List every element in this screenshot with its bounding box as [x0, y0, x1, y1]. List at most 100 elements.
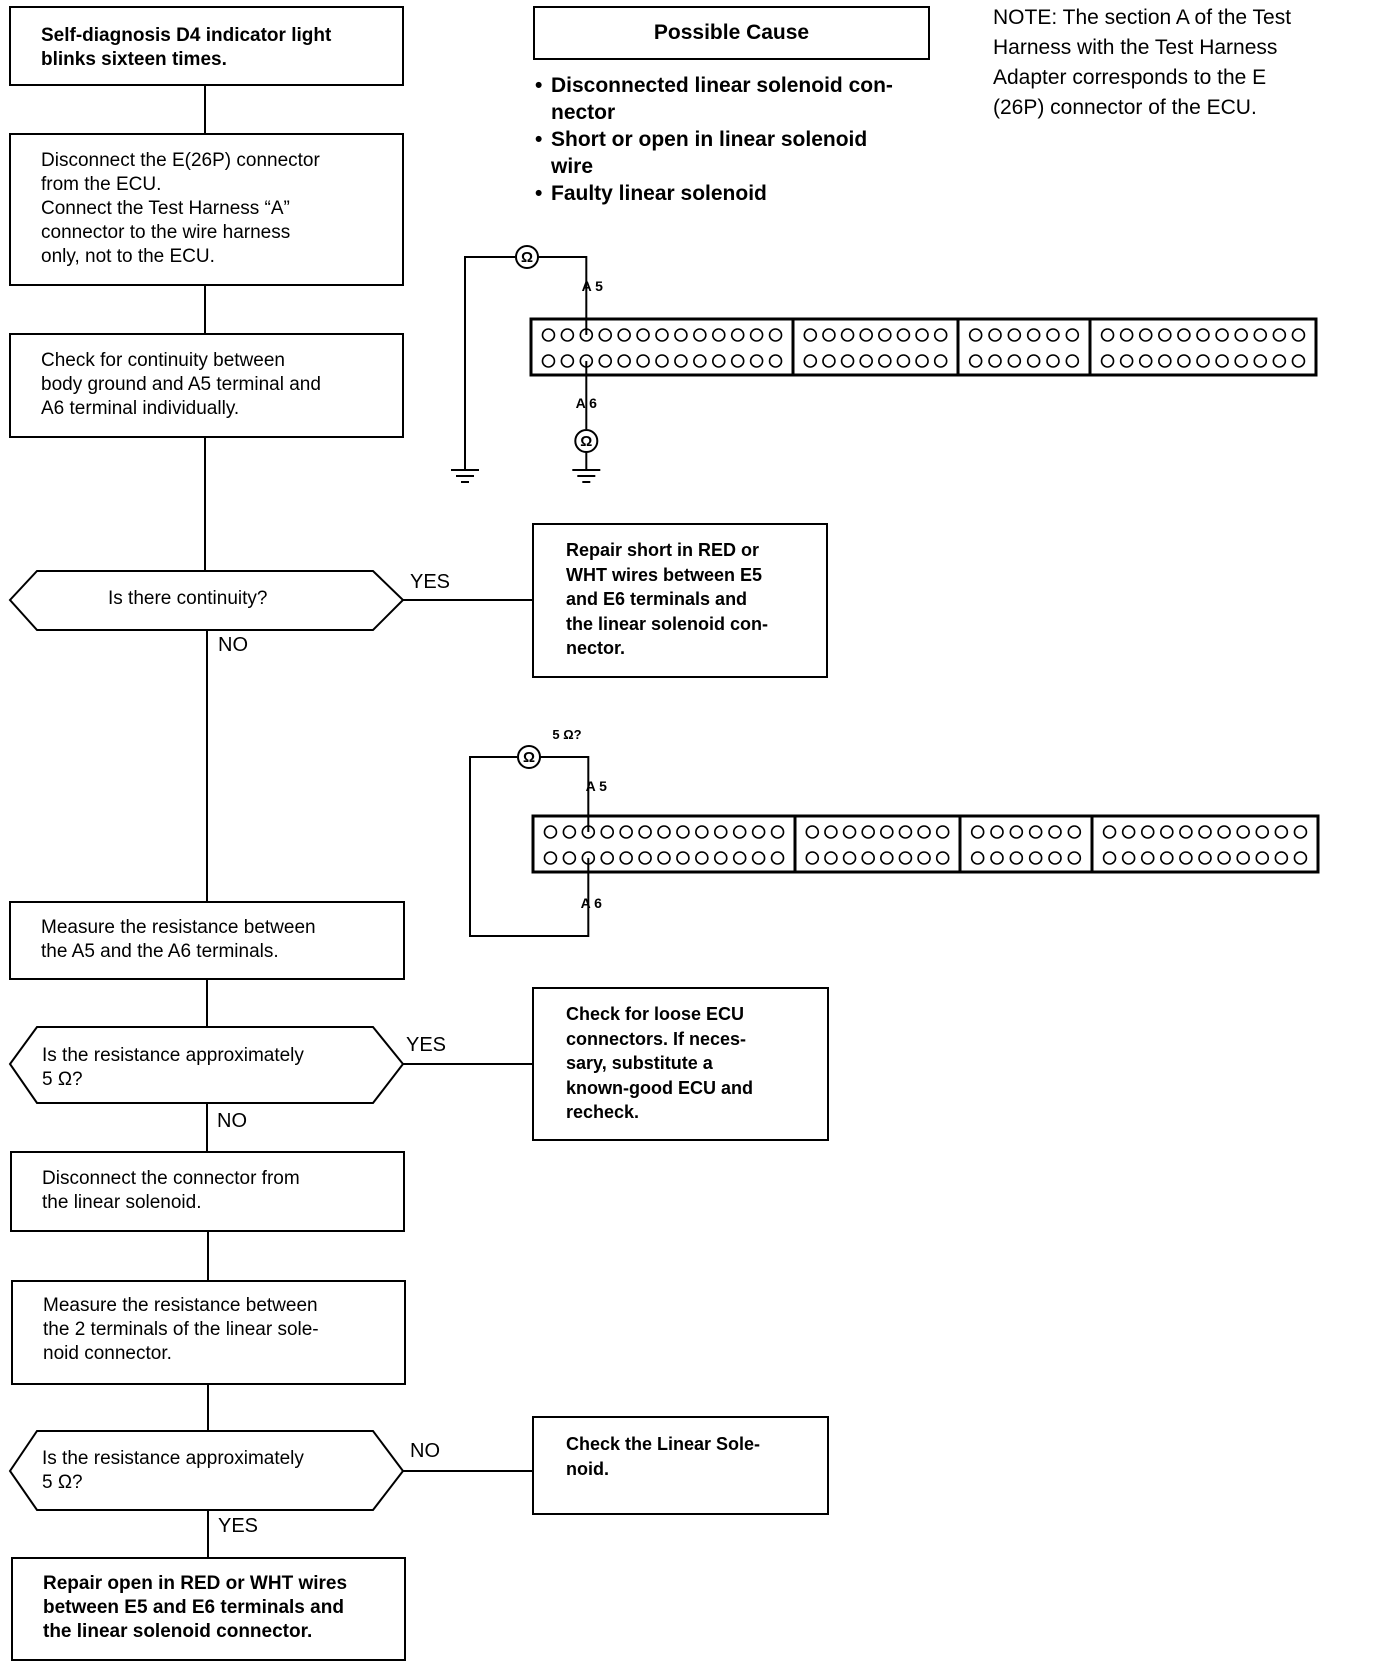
- diagram2-pin: [695, 825, 709, 839]
- decision-continuity: [8, 570, 405, 631]
- measure-a5-a6-box: Measure the resistance between the A5 an…: [9, 901, 405, 980]
- diagram1-pin: [768, 354, 783, 368]
- start-box: Self-diagnosis D4 indicator light blinks…: [9, 6, 404, 86]
- diagram1-a6-label: A 6: [576, 395, 597, 411]
- disconnect-line-5: only, not to the ECU.: [41, 246, 215, 267]
- yes-label-3: YES: [218, 1515, 259, 1537]
- repair-open-line-3: the linear solenoid connector.: [43, 1621, 313, 1642]
- diagram2-pin: [970, 851, 985, 865]
- check-line-1: Check for continuity between: [41, 350, 285, 371]
- diagram1-pin: [878, 328, 892, 342]
- no-label-1: NO: [218, 634, 248, 656]
- possible-cause-title: Possible Cause: [533, 6, 930, 60]
- diagram1-pin: [988, 354, 1002, 368]
- diagram1-a5-label: A 5: [582, 278, 603, 294]
- diagram1-pin: [674, 328, 688, 342]
- diagram1-pin: [840, 354, 855, 368]
- diagram2-pin: [1048, 825, 1062, 839]
- diagram2-ohmmeter-circle: [517, 745, 541, 769]
- cause-1-line-2: nector: [551, 101, 616, 124]
- diagram2-pin: [917, 851, 931, 865]
- diagram1-pin: [1272, 354, 1287, 368]
- diagram1-ohmmeter-a5-circle: [515, 245, 539, 269]
- diagram2-pin: [713, 851, 728, 865]
- diagram2-pin: [824, 825, 838, 839]
- diagram2-pin: [1121, 851, 1136, 865]
- diagram2-pin: [751, 851, 766, 865]
- decision-resistance-1: [8, 1026, 405, 1104]
- cause-item-2: Short or open in linear solenoid wire: [535, 126, 930, 180]
- check-ecu-line-3: sary, substitute a: [566, 1053, 713, 1073]
- diagram1-pin: [1065, 354, 1080, 368]
- diagram2-pin: [1274, 851, 1289, 865]
- note-line-3: Adapter corresponds to the E: [993, 66, 1267, 89]
- diagram1-pin: [1272, 328, 1287, 342]
- diagram2-pin: [1160, 851, 1174, 865]
- diagram1-ground-left: [451, 469, 479, 483]
- diagram2-pin: [1009, 851, 1024, 865]
- cause-item-3: Faulty linear solenoid: [535, 180, 930, 207]
- diagram2-a6-label: A 6: [581, 895, 602, 911]
- diagram2-pin: [751, 825, 766, 839]
- diagram1-pin: [1234, 328, 1248, 342]
- diagram2-pin: [898, 851, 913, 865]
- disc-sol-line-1: Disconnect the connector from: [42, 1168, 300, 1189]
- note-line-1: NOTE: The section A of the Test: [993, 6, 1292, 29]
- repair-short-line-5: nector.: [566, 638, 626, 658]
- diagram2-pin: [1179, 825, 1193, 839]
- diagram2-pin: [935, 851, 950, 865]
- diagram2-pin: [676, 851, 690, 865]
- diagram1-pin: [711, 354, 726, 368]
- diagram2-pin: [638, 825, 652, 839]
- diagram1-pin: [1177, 354, 1191, 368]
- diagram2-pin: [1293, 851, 1308, 865]
- check-ecu-line-2: connectors. If neces-: [566, 1028, 747, 1049]
- diagram1-pin: [1215, 328, 1229, 342]
- diagram1-pin: [1119, 354, 1134, 368]
- diagram2-pin: [1179, 851, 1193, 865]
- diagram2-pin: [970, 825, 985, 839]
- diagram1-pin: [1100, 328, 1115, 342]
- diagram1-ohmmeter-a6-circle: [574, 429, 599, 453]
- diagram1-pin: [896, 328, 911, 342]
- diagram1-pin: [617, 328, 631, 342]
- diagram1-pin: [1138, 354, 1153, 368]
- diagram1-pin: [988, 328, 1002, 342]
- q-resistance-2-line-2: 5 Ω?: [42, 1472, 83, 1493]
- diagram2-pin: [600, 825, 615, 839]
- repair-short-line-4: the linear solenoid con-: [566, 613, 769, 634]
- diagram1-pin: [1215, 354, 1229, 368]
- diagram1-pin: [822, 354, 836, 368]
- diagram2-pin: [1236, 851, 1250, 865]
- diagram1-pin: [1138, 328, 1153, 342]
- diagram2-pin: [917, 825, 931, 839]
- meas-sol-line-3: noid connector.: [43, 1343, 172, 1364]
- diagram1-ohmmeter-a5: Ω: [521, 249, 533, 266]
- diagram2-pin: [713, 825, 728, 839]
- diagram1-pin: [1253, 328, 1268, 342]
- diagram1-pin: [1119, 328, 1134, 342]
- q-resistance-1-line-1: Is the resistance approximately: [42, 1045, 304, 1066]
- note-line-2: Harness with the Test Harness: [993, 36, 1278, 59]
- diagram1-pin: [560, 354, 575, 368]
- diagram2-pin: [543, 851, 558, 865]
- repair-short-box: Repair short in RED or WHT wires between…: [532, 523, 828, 678]
- diagram1-pin: [803, 328, 818, 342]
- diagram2-pin: [1102, 851, 1117, 865]
- measure-a5-line-2: the A5 and the A6 terminals.: [41, 941, 279, 962]
- cause-1-line-1: Disconnected linear solenoid con-: [551, 74, 893, 97]
- repair-open-box: Repair open in RED or WHT wires between …: [11, 1557, 406, 1661]
- diagram1-pin: [1026, 354, 1041, 368]
- diagram2-pin: [1236, 825, 1250, 839]
- disconnect-line-4: connector to the wire harness: [41, 222, 291, 243]
- repair-short-line-2: WHT wires between E5: [566, 564, 763, 585]
- diagram2-pin: [1121, 825, 1136, 839]
- diagram1-pin: [730, 328, 745, 342]
- diagram2-pin: [600, 851, 615, 865]
- diagram1-pin: [693, 354, 707, 368]
- diagram1-a5-wire: [538, 256, 588, 335]
- diagram1-pin: [1065, 328, 1080, 342]
- diagram1-pin: [674, 354, 688, 368]
- diagram1-pin: [933, 328, 948, 342]
- diagram2-pin: [657, 851, 671, 865]
